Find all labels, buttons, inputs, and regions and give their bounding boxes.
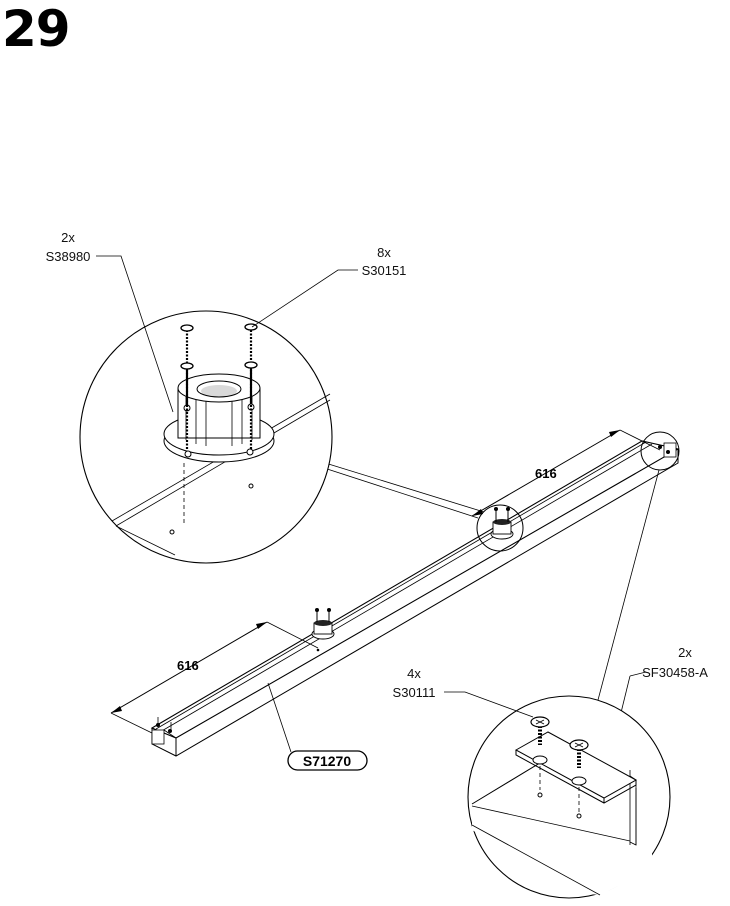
beam-s71270 xyxy=(150,440,680,757)
detail-marker-leg xyxy=(476,504,524,552)
step-number: 29 xyxy=(2,0,71,58)
short-screw-code: S30111 xyxy=(393,685,436,700)
screw-group-s30111 xyxy=(530,716,589,768)
beam-part-code: S71270 xyxy=(303,753,351,769)
detail-circle-leg-base xyxy=(79,310,333,564)
dimension-left-label: 616 xyxy=(177,658,199,673)
bracket-code: SF30458-A xyxy=(642,665,708,680)
leg-base-right xyxy=(490,507,514,540)
detail-marker-bracket xyxy=(640,431,680,471)
bracket-qty: 2x xyxy=(678,645,692,660)
dimension-left xyxy=(110,621,319,734)
dimension-right-label: 616 xyxy=(535,466,557,481)
dimension-right xyxy=(471,429,661,517)
leg-base-code: S38980 xyxy=(46,249,91,264)
detail-circle-bracket xyxy=(467,695,671,899)
long-screw-qty: 8x xyxy=(377,245,391,260)
long-screw-code: S30151 xyxy=(362,263,407,278)
leg-base-left xyxy=(311,608,335,652)
beam-part-badge xyxy=(287,750,368,771)
short-screw-qty: 4x xyxy=(407,666,421,681)
leg-base-qty: 2x xyxy=(61,230,75,245)
